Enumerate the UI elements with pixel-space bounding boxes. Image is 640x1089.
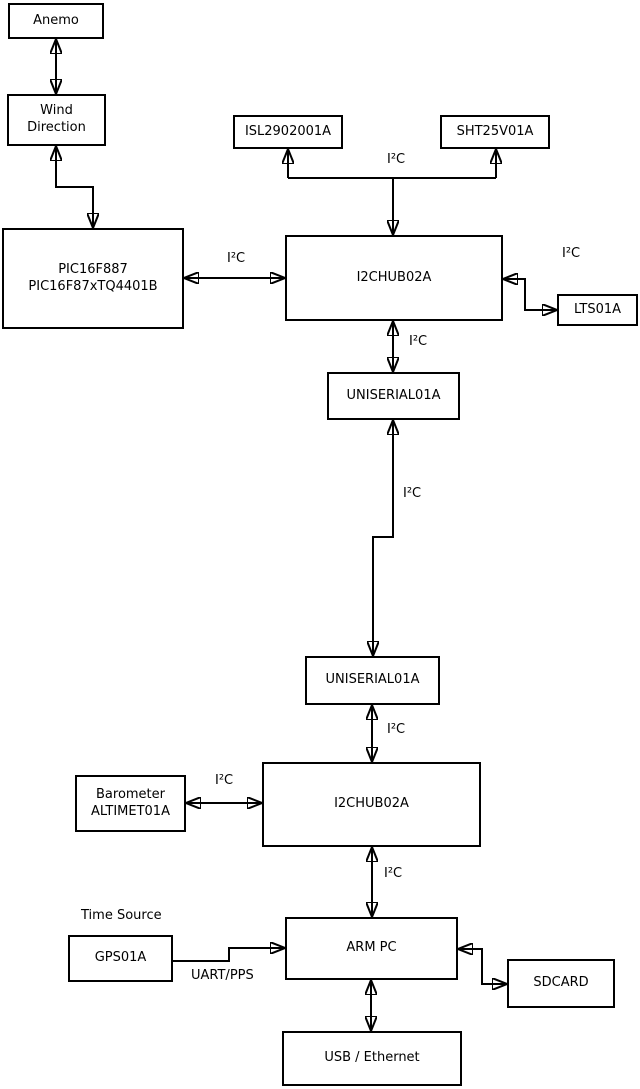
label-time-source: Time Source	[81, 908, 162, 923]
node-i2chub02a-lower: I2CHUB02A	[262, 762, 481, 847]
node-isl2902001a-label: ISL2902001A	[244, 123, 332, 139]
node-usb-ethernet: USB / Ethernet	[282, 1031, 462, 1086]
edge-wind-direction-pic	[56, 146, 93, 228]
label-i2c-bus-top: I²C	[387, 152, 406, 167]
node-uniserial01a-lower-label: UNISERIAL01A	[325, 672, 420, 688]
node-wind-direction-line1: Wind	[40, 103, 73, 119]
node-arm-pc-label: ARM PC	[346, 940, 397, 956]
node-gps01a-label: GPS01A	[94, 950, 147, 966]
node-barometer-altimet01a: Barometer ALTIMET01A	[75, 775, 186, 832]
node-barometer-line2: ALTIMET01A	[91, 803, 170, 819]
edge-uniserial1-uniserial2	[373, 420, 393, 656]
label-i2c-hub1-lts: I²C	[562, 246, 581, 261]
label-i2c-uniserial-link: I²C	[403, 486, 422, 501]
node-anemo: Anemo	[8, 3, 104, 39]
label-i2c-hub2-armpc: I²C	[384, 866, 403, 881]
node-uniserial01a-lower: UNISERIAL01A	[305, 656, 440, 705]
node-usb-ethernet-label: USB / Ethernet	[324, 1050, 420, 1066]
node-sdcard: SDCARD	[507, 959, 615, 1008]
label-i2c-uniserial2-hub2: I²C	[387, 722, 406, 737]
node-pic-line1: PIC16F887	[58, 261, 128, 277]
edge-hub1-lts	[503, 279, 557, 310]
edge-armpc-sdcard	[458, 949, 507, 984]
node-pic: PIC16F887 PIC16F87xTQ4401B	[2, 228, 184, 329]
label-i2c-hub1-uniserial1: I²C	[409, 334, 428, 349]
node-wind-direction: Wind Direction	[7, 94, 106, 146]
edge-gps-armpc	[173, 948, 285, 962]
node-sht25v01a-label: SHT25V01A	[456, 123, 534, 139]
node-uniserial01a-upper: UNISERIAL01A	[327, 372, 460, 420]
label-i2c-pic-hub1: I²C	[227, 251, 246, 266]
edge-hub1-top-bus	[288, 149, 496, 235]
node-barometer-line1: Barometer	[96, 786, 165, 802]
label-i2c-barometer-hub2: I²C	[215, 773, 234, 788]
node-i2chub02a-upper: I2CHUB02A	[285, 235, 503, 321]
node-lts01a: LTS01A	[557, 294, 638, 326]
node-i2chub02a-upper-label: I2CHUB02A	[356, 269, 432, 285]
label-uart-pps: UART/PPS	[191, 968, 254, 983]
node-sdcard-label: SDCARD	[533, 975, 589, 991]
node-isl2902001a: ISL2902001A	[233, 115, 343, 149]
node-arm-pc: ARM PC	[285, 917, 458, 980]
node-uniserial01a-upper-label: UNISERIAL01A	[346, 387, 441, 403]
node-gps01a: GPS01A	[68, 935, 173, 982]
node-lts01a-label: LTS01A	[573, 301, 622, 317]
node-i2chub02a-lower-label: I2CHUB02A	[334, 796, 409, 812]
node-anemo-label: Anemo	[33, 12, 79, 28]
node-sht25v01a: SHT25V01A	[440, 115, 550, 149]
node-pic-line2: PIC16F87xTQ4401B	[28, 278, 158, 294]
node-wind-direction-line2: Direction	[27, 120, 86, 135]
